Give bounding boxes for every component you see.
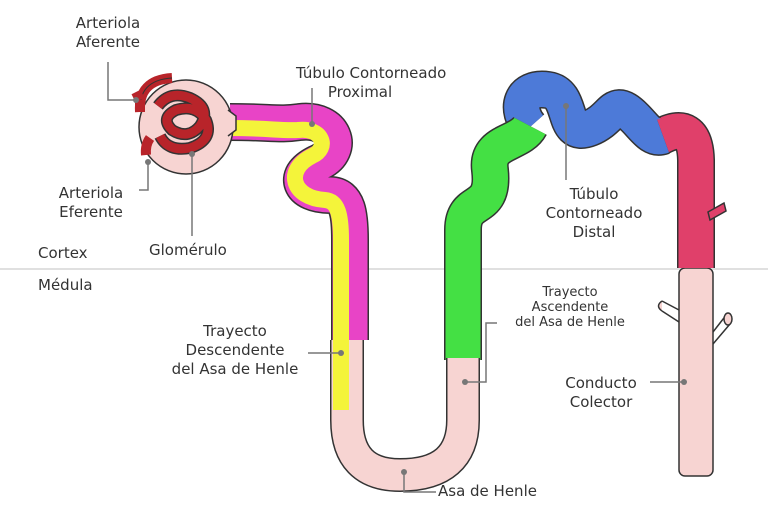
descending-limb-label: Trayecto Descendente del Asa de Henle (171, 322, 299, 378)
collecting-duct-shape (657, 267, 733, 477)
glomerulus-label: Glomérulo (149, 241, 227, 259)
loop-of-henle-label: Asa de Henle (438, 482, 537, 500)
efferent-arteriole-label: Arteriola Eferente (58, 184, 124, 221)
descending-limb-shape (229, 120, 349, 410)
medulla-label: Médula (38, 276, 93, 294)
distal-tubule-label: Túbulo Contorneado Distal (545, 185, 643, 241)
loop-of-henle-shape (331, 340, 479, 491)
distal-tubule-shape (504, 72, 669, 155)
ascending-limb-label: Trayecto Ascendente del Asa de Henle (515, 285, 625, 330)
cortex-label: Cortex (38, 244, 88, 262)
collecting-duct-label: Conducto Colector (565, 374, 637, 411)
glomerulus-shape (131, 73, 237, 175)
ascending-limb-shape (445, 115, 546, 360)
proximal-tubule-label: Túbulo Contorneado Proximal (296, 64, 447, 101)
afferent-arteriole-label: Arteriola Aferente (75, 14, 141, 51)
connecting-tubule-shape (651, 113, 714, 268)
